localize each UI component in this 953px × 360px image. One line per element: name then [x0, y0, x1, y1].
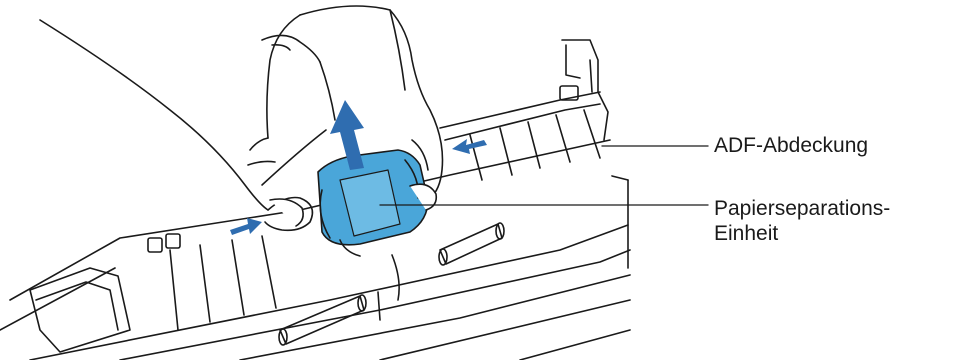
adf-cover: [560, 40, 608, 140]
callout-paper-separation-unit: Papierseparations- Einheit: [714, 196, 890, 246]
callout-adf-cover: ADF-Abdeckung: [714, 133, 868, 158]
callout-paper-separation-unit-line2: Einheit: [714, 221, 890, 246]
scanner-body: [0, 92, 630, 360]
arrow-left-icon: [452, 139, 487, 154]
left-hand: [40, 15, 326, 230]
roller-left: [279, 295, 366, 345]
paper-separation-unit: [318, 150, 428, 256]
roller-right: [439, 223, 504, 265]
callout-paper-separation-unit-line1: Papierseparations-: [714, 196, 890, 221]
